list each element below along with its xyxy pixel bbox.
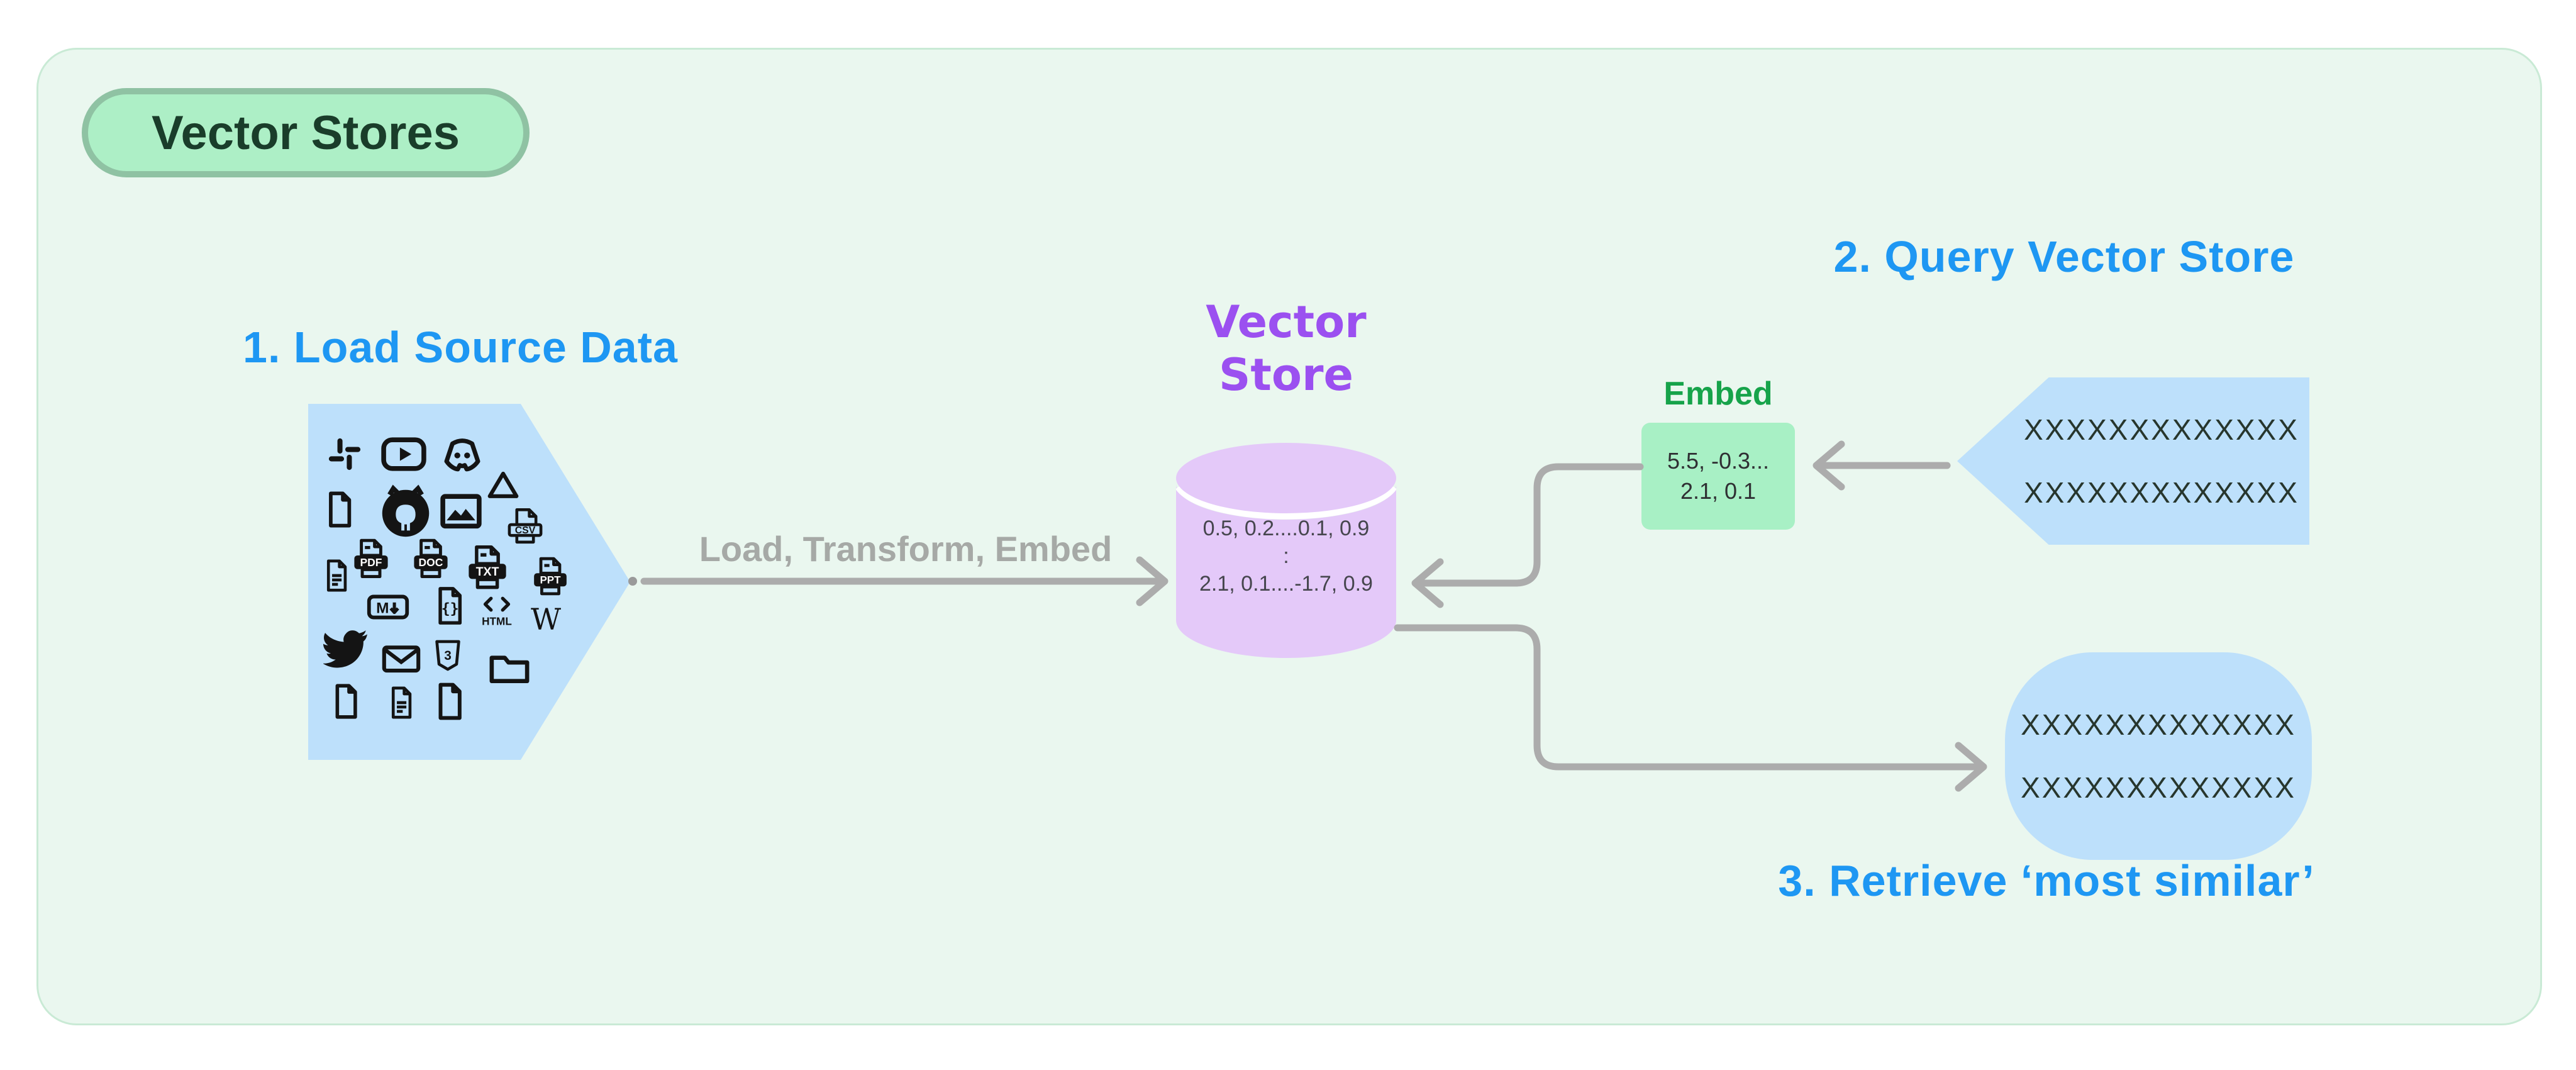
svg-text:CSV: CSV [515,525,536,536]
svg-text:PDF: PDF [360,556,382,569]
stored-vector-row1: 0.5, 0.2....0.1, 0.9 [1202,516,1370,540]
step2-heading: 2. Query Vector Store [1833,232,2295,281]
wikipedia-icon: W [527,601,565,638]
mail-icon [380,637,423,680]
doc-file-icon: DOC [409,538,453,582]
file-icon [429,681,470,722]
csv-file-icon: CSV [504,506,546,548]
vector-store-title-line2: Store [1219,349,1353,401]
github-icon [375,481,436,543]
slack-icon [325,435,364,474]
embed-vector-row2: 2.1, 0.1 [1680,478,1757,504]
stored-vector-row2: 2.1, 0.1....-1.7, 0.9 [1199,572,1373,596]
step3-heading: 3. Retrieve ‘most similar’ [1778,856,2315,905]
query-text-row2: XXXXXXXXXXXXX [2024,476,2299,509]
vector-store-title-line1: Vector [1206,296,1367,348]
result-text-row1: XXXXXXXXXXXXX [2021,708,2296,741]
svg-text:PPT: PPT [540,574,561,586]
vector-store-title: Vector Store [1176,296,1396,401]
ppt-file-icon: PPT [529,556,572,599]
json-file-icon: {} [428,584,471,627]
file-lines-icon [383,684,419,721]
svg-text:{}: {} [441,601,459,617]
svg-text:3: 3 [444,649,452,663]
svg-text:TXT: TXT [476,565,499,579]
file-lines-icon [318,557,355,594]
google-drive-icon [486,468,521,503]
step1-heading: 1. Load Source Data [243,323,678,372]
folder-icon [486,645,533,691]
result-text-row2: XXXXXXXXXXXXX [2021,771,2296,804]
svg-text:DOC: DOC [419,556,443,569]
discord-icon [438,431,487,480]
query-text-row1: XXXXXXXXXXXXX [2024,413,2299,446]
embed-vector-box: 5.5, -0.3... 2.1, 0.1 [1641,423,1795,530]
image-icon [437,487,485,535]
svg-text:W: W [531,603,561,637]
txt-file-icon: TXT [463,544,512,593]
youtube-icon [380,430,428,478]
cylinder-shape-icon [1175,443,1397,658]
html-icon: HTML [476,593,518,634]
css3-icon: 3 [430,637,466,674]
file-icon [326,682,365,721]
pdf-file-icon: PDF [349,538,393,582]
retrieved-result-box: XXXXXXXXXXXXX XXXXXXXXXXXXX [2005,652,2312,860]
diagram-title-badge: Vector Stores [82,88,530,177]
markdown-icon: M [365,584,411,630]
twitter-icon [323,623,371,671]
embed-label: Embed [1663,376,1773,412]
stored-vector-dots: : [1283,544,1289,568]
svg-text:HTML: HTML [482,615,512,627]
vector-store-cylinder: 0.5, 0.2....0.1, 0.9 : 2.1, 0.1....-1.7,… [1175,440,1397,662]
file-icon [319,489,360,530]
stored-vectors-text: 0.5, 0.2....0.1, 0.9 : 2.1, 0.1....-1.7,… [1176,515,1396,598]
embed-vector-row1: 5.5, -0.3... [1667,448,1770,474]
svg-text:M: M [376,599,389,616]
diagram-title: Vector Stores [152,106,460,160]
load-transform-embed-label: Load, Transform, Embed [699,529,1113,569]
